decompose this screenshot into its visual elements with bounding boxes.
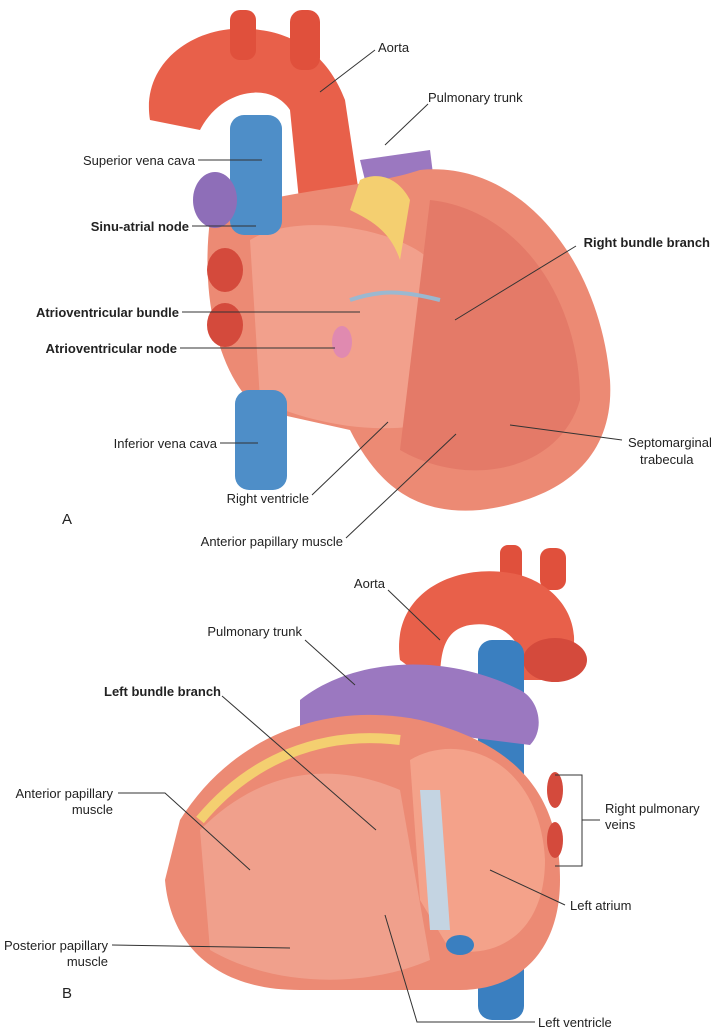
label-right-pulmonary-veins-line1: Right pulmonary bbox=[605, 801, 700, 816]
leader-lines-a bbox=[180, 49, 623, 539]
label-left-ventricle: Left ventricle bbox=[538, 1015, 612, 1030]
label-left-atrium: Left atrium bbox=[570, 898, 631, 913]
leader-lines-b bbox=[111, 589, 600, 1023]
panel-letter-a: A bbox=[62, 511, 72, 528]
labels-a: Aorta Pulmonary trunk Superior vena cava… bbox=[36, 40, 712, 549]
label-aorta-b: Aorta bbox=[354, 576, 386, 591]
heart-illustration-a bbox=[148, 10, 611, 511]
label-posterior-papillary-muscle-line2: muscle bbox=[67, 954, 108, 969]
label-atrioventricular-node: Atrioventricular node bbox=[46, 341, 177, 356]
aorta-arch-a bbox=[148, 28, 360, 210]
label-septomarginal-trabecula-line2: trabecula bbox=[640, 452, 694, 467]
inferior-vena-cava-a bbox=[235, 390, 287, 490]
label-right-bundle-branch: Right bundle branch bbox=[584, 235, 710, 250]
label-inferior-vena-cava: Inferior vena cava bbox=[114, 436, 218, 451]
heart-illustration-b bbox=[165, 545, 587, 1020]
superior-vena-cava-a bbox=[230, 115, 282, 235]
label-right-ventricle: Right ventricle bbox=[227, 491, 309, 506]
panel-letter-b: B bbox=[62, 985, 72, 1002]
label-superior-vena-cava: Superior vena cava bbox=[83, 153, 196, 168]
label-right-pulmonary-veins-line2: veins bbox=[605, 817, 636, 832]
label-pulmonary-trunk-a: Pulmonary trunk bbox=[428, 90, 523, 105]
label-aorta-a: Aorta bbox=[378, 40, 410, 55]
label-atrioventricular-bundle: Atrioventricular bundle bbox=[36, 305, 179, 320]
label-left-bundle-branch: Left bundle branch bbox=[104, 684, 221, 699]
labels-b: Aorta Pulmonary trunk Left bundle branch… bbox=[4, 576, 700, 1030]
label-anterior-papillary-muscle-a: Anterior papillary muscle bbox=[201, 534, 343, 549]
label-posterior-papillary-muscle-line1: Posterior papillary bbox=[4, 938, 109, 953]
label-sinu-atrial-node: Sinu-atrial node bbox=[91, 219, 189, 234]
label-anterior-papillary-muscle-b-line1: Anterior papillary bbox=[15, 786, 113, 801]
label-pulmonary-trunk-b: Pulmonary trunk bbox=[207, 624, 302, 639]
label-septomarginal-trabecula-line1: Septomarginal bbox=[628, 435, 712, 450]
label-anterior-papillary-muscle-b-line2: muscle bbox=[72, 802, 113, 817]
